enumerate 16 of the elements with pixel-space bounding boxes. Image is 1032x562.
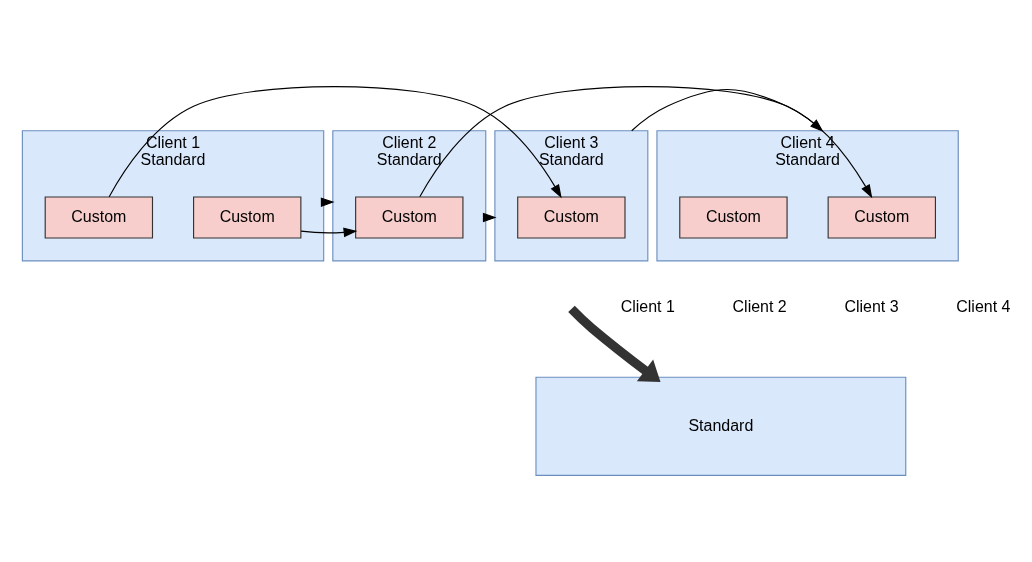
arrow — [108, 86, 562, 199]
node-box: Custom — [44, 196, 154, 239]
arrow — [568, 305, 661, 383]
label: Client 3 — [844, 297, 899, 315]
node-box: Standard — [535, 376, 907, 476]
label: Client 2 — [732, 297, 787, 315]
label: Client 4 — [956, 297, 1011, 315]
label: Client 1 — [620, 297, 675, 315]
node-box: Custom — [355, 196, 464, 239]
node-box: Custom — [517, 196, 626, 239]
node-box: Custom — [679, 196, 788, 239]
node-box: Custom — [827, 196, 936, 239]
arrow — [419, 86, 873, 199]
node-box: Custom — [193, 196, 302, 239]
arrow — [300, 227, 358, 238]
arrow — [631, 88, 824, 132]
